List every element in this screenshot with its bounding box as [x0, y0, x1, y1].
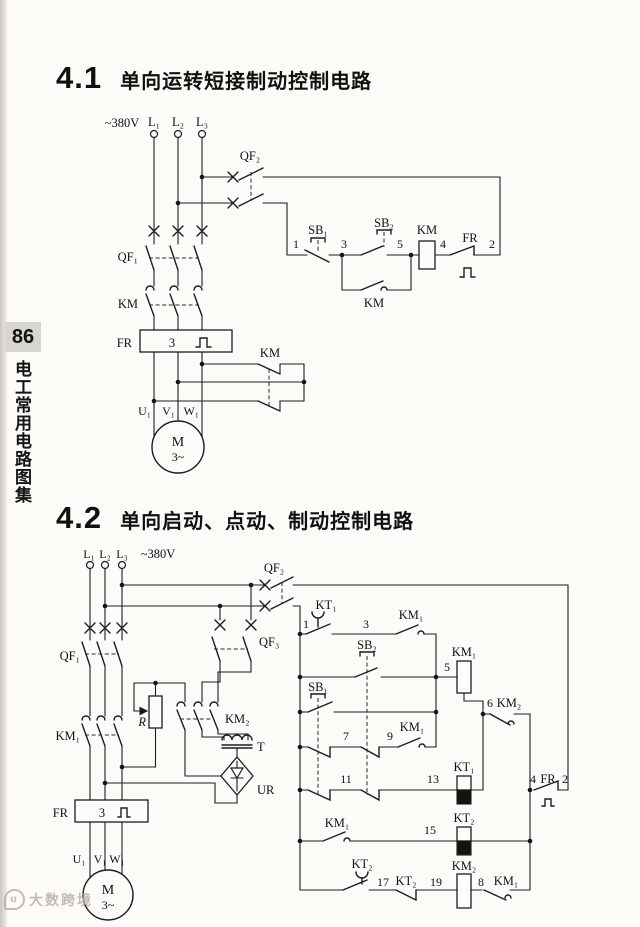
label-42-km1-c: KM₁ [325, 816, 350, 830]
label-42-km1-b: KM₁ [400, 720, 425, 734]
label-42-u1: U₁ [73, 852, 86, 866]
label-41-u1: U₁ [138, 404, 151, 418]
label-41-fr-box-num: 3 [169, 336, 175, 350]
label-41-n5: 5 [397, 237, 403, 251]
label-42-n8: 8 [478, 875, 484, 889]
label-42-n6: 6 [487, 696, 493, 710]
page-number: 86 [5, 322, 41, 352]
label-42-n11: 11 [340, 772, 352, 786]
label-42-km1-d: KM₁ [494, 874, 519, 888]
section-4-2-number: 4.2 [56, 500, 103, 535]
label-41-v1: V₁ [162, 404, 175, 418]
label-41-fr-ctl: FR [462, 231, 478, 245]
label-42-n4: 4 [530, 772, 536, 786]
label-42-km2-main: KM₂ [225, 712, 250, 726]
label-41-km-brake: KM [260, 346, 280, 360]
label-42-l3b: L₃ [116, 547, 128, 561]
label-42-km2-a: KM₂ [497, 696, 522, 710]
label-41-380v: ~380V [105, 116, 140, 130]
label-42-r: R [137, 715, 146, 729]
label-42-n9: 9 [387, 729, 393, 743]
label-41-sb1: SB₁ [308, 223, 328, 237]
section-4-1-heading: 4.1 单向运转短接制动控制电路 [56, 60, 372, 96]
label-42-l1: L₁ [83, 547, 95, 561]
sidebar-book-title: 电工常用电路图集 [12, 360, 31, 504]
label-41-km-main: KM [118, 297, 138, 311]
label-42-kt2-a: KT₂ [351, 857, 372, 871]
label-42-km2-coil: KM₂ [452, 859, 477, 873]
label-42-kt1-coil: KT₁ [453, 760, 474, 774]
label-42-kt1: KT₁ [315, 598, 336, 612]
label-42-n17: 17 [377, 875, 389, 889]
label-42-380v: ~380V [141, 547, 176, 561]
watermark-logo-icon: ʊ [4, 889, 25, 910]
label-42-n5: 5 [444, 660, 450, 674]
label-42-fr-main: FR [53, 806, 69, 820]
watermark: ʊ 大数跨境 [4, 889, 93, 910]
label-41-n2: 2 [489, 237, 495, 251]
label-42-sb2: SB₂ [357, 638, 377, 652]
section-4-2-heading: 4.2 单向启动、点动、制动控制电路 [56, 500, 414, 536]
label-42-motor-3ph: 3~ [102, 898, 115, 912]
label-42-fr-box-num: 3 [99, 806, 105, 820]
section-4-2-title: 单向启动、点动、制动控制电路 [120, 511, 415, 533]
label-42-kt2-b: KT₂ [395, 874, 416, 888]
circuit-4-2-schematic: L₁ L₂ L₃ ~380V QF₂ QF₃ [53, 547, 569, 921]
circuit-4-1-schematic: ~380V L₁ L₂ L₃ QF₂ QF₁ KM [105, 115, 501, 474]
label-41-km-hold: KM [364, 296, 384, 310]
label-41-w1: W₁ [183, 404, 199, 418]
label-41-km-coil: KM [417, 223, 437, 237]
label-41-n1: 1 [293, 237, 299, 251]
label-42-qf1: QF₁ [60, 649, 80, 663]
label-42-sb1: SB₁ [308, 680, 328, 694]
label-41-l3: L₃ [196, 115, 208, 129]
label-42-w1: W₁ [109, 852, 125, 866]
label-42-n15: 15 [424, 823, 436, 837]
label-42-km1-a: KM₁ [399, 608, 424, 622]
watermark-text: 大数跨境 [29, 891, 93, 908]
label-42-ur: UR [257, 783, 275, 797]
label-42-km1-coil: KM₁ [452, 645, 477, 659]
section-4-1-title: 单向运转短接制动控制电路 [120, 71, 373, 93]
label-41-l2: L₂ [172, 115, 184, 129]
label-42-kt2-coil: KT₂ [453, 811, 474, 825]
label-41-sb2: SB₂ [374, 216, 394, 230]
label-42-n13: 13 [427, 772, 439, 786]
label-42-t: T [257, 740, 265, 754]
label-42-motor-m: M [102, 883, 115, 898]
label-42-l2: L₂ [99, 547, 111, 561]
label-41-l1: L₁ [148, 115, 160, 129]
label-41-motor-3ph: 3~ [172, 450, 185, 464]
label-42-n19: 19 [430, 875, 442, 889]
label-41-n3: 3 [341, 237, 347, 251]
label-41-fr-main: FR [117, 336, 133, 350]
label-42-qf2: QF₂ [264, 561, 284, 575]
label-42-n3: 3 [363, 617, 369, 631]
label-41-motor-m: M [172, 435, 185, 450]
label-42-v1: V₁ [94, 852, 107, 866]
label-42-qf3: QF₃ [259, 635, 279, 649]
label-41-qf2: QF₂ [240, 149, 260, 163]
label-41-qf1: QF₁ [118, 250, 138, 264]
label-42-n7: 7 [343, 729, 349, 743]
label-42-n1: 1 [303, 617, 309, 631]
label-41-n4: 4 [440, 237, 446, 251]
label-42-km1-main: KM₁ [56, 729, 81, 743]
label-42-n2: 2 [562, 772, 568, 786]
section-4-1-number: 4.1 [56, 60, 103, 95]
